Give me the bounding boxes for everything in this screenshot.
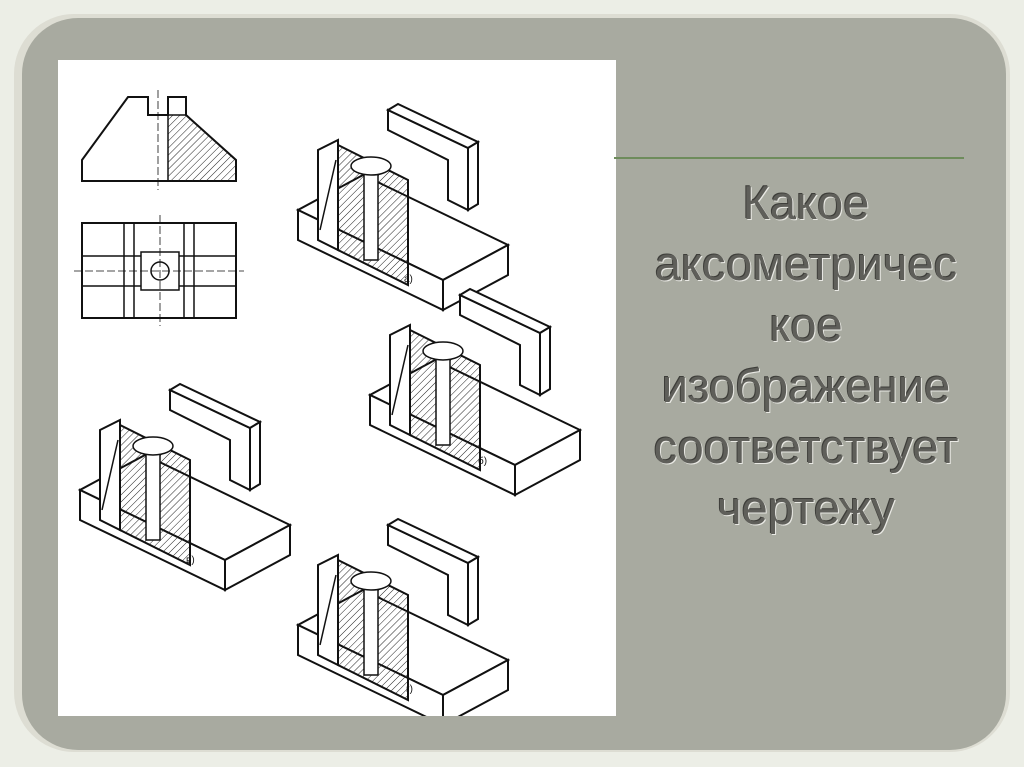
question-line: Какое	[742, 176, 870, 229]
variant-v-label: в)	[186, 555, 195, 566]
variant-b-label: б)	[478, 455, 487, 467]
drawing-panel: а) б) в) г)	[58, 60, 616, 716]
variant-g-drawing	[297, 518, 509, 716]
accent-line	[614, 157, 964, 159]
question-line: соответствует	[653, 420, 959, 473]
question-line: кое	[769, 298, 843, 351]
question-line: аксометричес	[654, 237, 958, 290]
variant-a-drawing	[297, 103, 509, 311]
variant-a-label: а)	[404, 274, 413, 285]
question-line: чертежу	[717, 481, 895, 534]
question-title: Какое аксометричес кое изображение соотв…	[624, 172, 988, 538]
variant-b-drawing	[369, 288, 581, 496]
question-line: изображение	[661, 359, 951, 412]
variant-g-label: г)	[406, 684, 413, 695]
variant-v-drawing	[79, 383, 291, 591]
top-view-drawing	[74, 215, 244, 326]
front-view-drawing	[81, 90, 237, 190]
